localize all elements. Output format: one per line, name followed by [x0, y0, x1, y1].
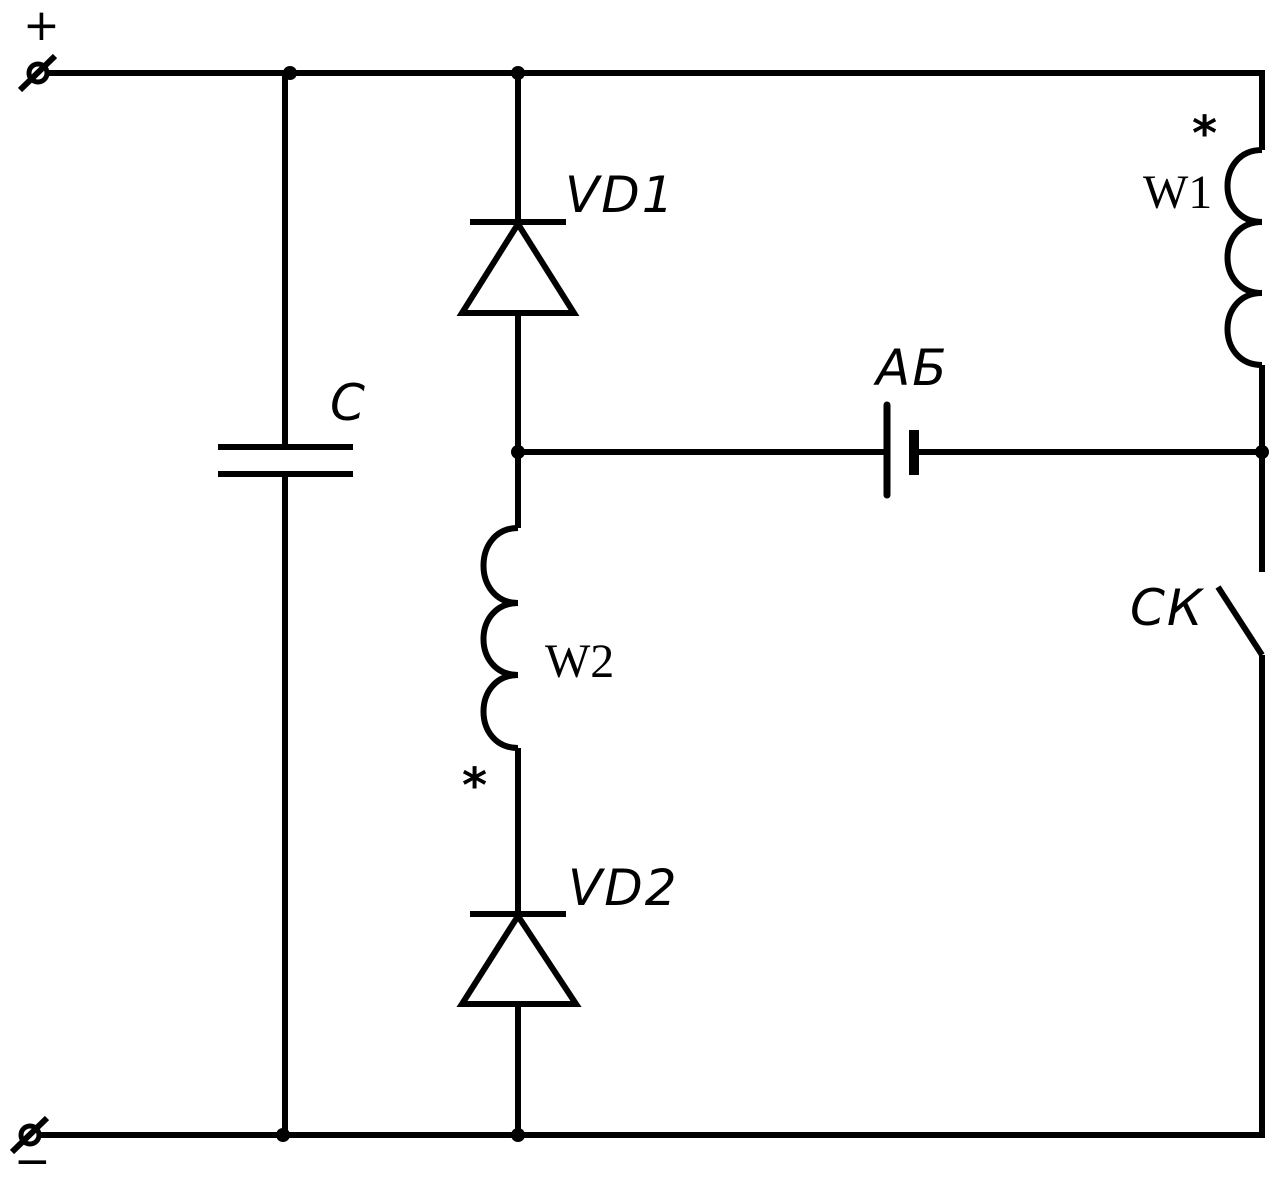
diode-vd2 [462, 914, 576, 1004]
diode-vd2-label: VD2 [568, 859, 679, 917]
winding-w2-star-marker: * [462, 758, 487, 814]
positive-terminal-sign: + [23, 0, 60, 51]
junction-dot [511, 445, 525, 459]
switch-label: СК [1130, 579, 1205, 637]
negative-terminal-sign: − [14, 1136, 51, 1181]
switch-sk [1218, 587, 1262, 655]
diode-vd1 [462, 222, 574, 313]
junction-dot [283, 66, 297, 80]
junction-dots [276, 66, 1269, 1142]
winding-w2-label: W2 [545, 635, 614, 688]
diode-vd1-label: VD1 [565, 166, 676, 224]
winding-w1-star-marker: * [1192, 106, 1217, 162]
positive-rail [30, 70, 1262, 150]
junction-dot [511, 66, 525, 80]
junction-dot [1255, 445, 1269, 459]
junction-dot [511, 1128, 525, 1142]
battery-ab [518, 405, 1262, 495]
capacitor [218, 73, 353, 1135]
winding-w1-label: W1 [1143, 166, 1212, 219]
battery-label: АБ [873, 339, 949, 397]
winding-w1 [1228, 150, 1263, 572]
winding-w2 [484, 528, 519, 748]
junction-dot [276, 1128, 290, 1142]
capacitor-label: C [330, 374, 367, 432]
